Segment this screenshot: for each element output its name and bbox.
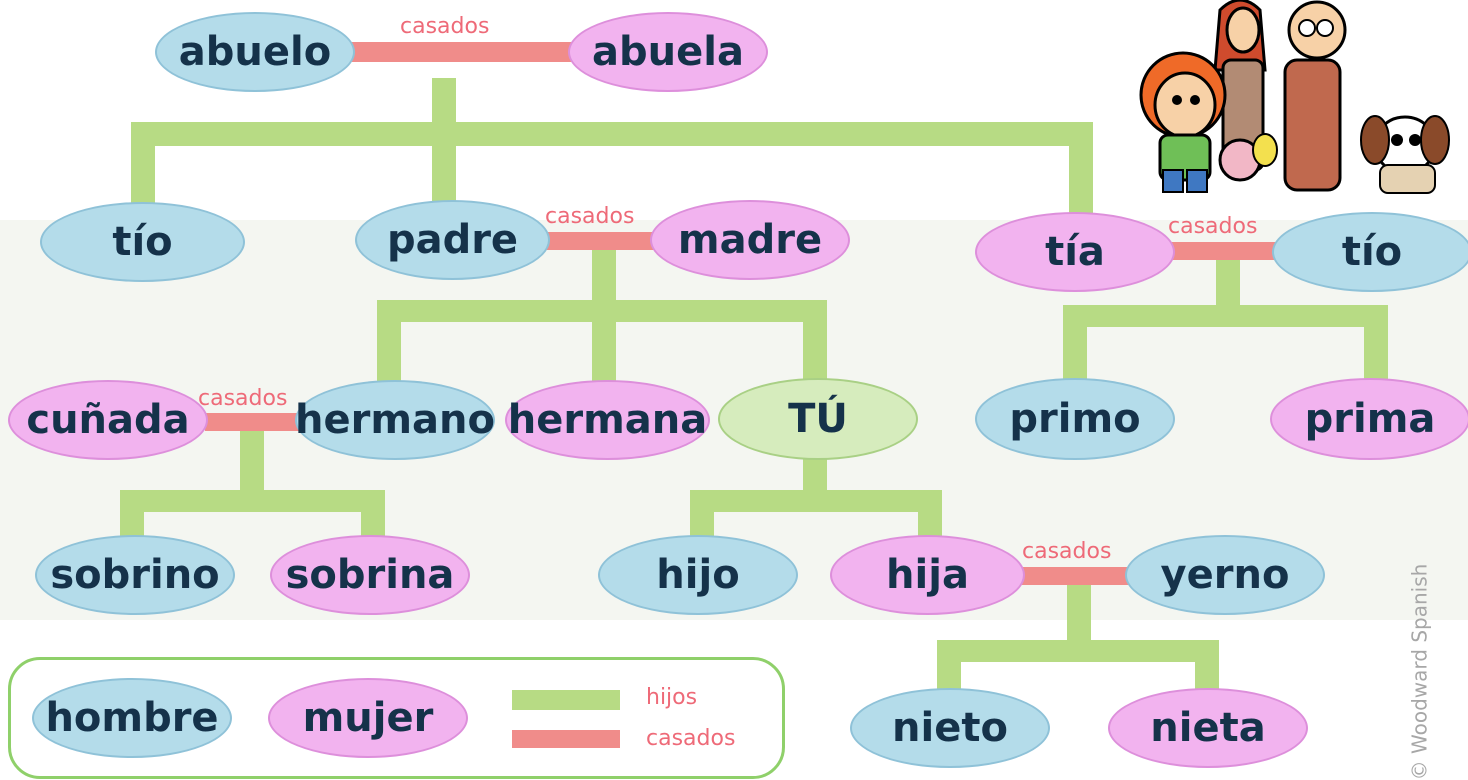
node-hermano: hermano (295, 380, 495, 460)
node-sobrina: sobrina (270, 535, 470, 615)
married-line (1020, 567, 1132, 585)
married-line (1170, 242, 1280, 260)
children-line (1063, 305, 1087, 385)
node-nieta: nieta (1108, 688, 1308, 768)
married-line (205, 413, 300, 431)
married-line (540, 232, 655, 250)
node-abuelo: abuelo (155, 12, 355, 92)
node-tio-right: tío (1272, 212, 1468, 292)
married-label: casados (198, 386, 288, 411)
married-label: casados (1168, 214, 1258, 239)
node-tu: TÚ (718, 378, 918, 460)
node-hermana: hermana (505, 380, 710, 460)
children-line (377, 300, 401, 392)
node-cunada: cuñada (8, 380, 208, 460)
legend-children-swatch (512, 690, 620, 710)
node-primo: primo (975, 378, 1175, 460)
children-line (131, 122, 1093, 146)
node-yerno: yerno (1125, 535, 1325, 615)
node-nieto: nieto (850, 688, 1050, 768)
married-label: casados (400, 14, 490, 39)
legend-female: mujer (268, 678, 468, 758)
children-line (690, 490, 942, 512)
children-line (432, 122, 456, 212)
family-cartoon-illustration (1139, 0, 1450, 194)
children-line (592, 300, 616, 392)
married-label: casados (545, 204, 635, 229)
married-line (350, 42, 580, 62)
node-hija: hija (830, 535, 1025, 615)
children-line (937, 640, 1219, 662)
legend-children-label: hijos (646, 685, 698, 710)
node-prima: prima (1270, 378, 1468, 460)
node-sobrino: sobrino (35, 535, 235, 615)
legend-married-label: casados (646, 726, 736, 751)
children-line (803, 300, 827, 390)
children-line (120, 490, 385, 512)
node-tio-left: tío (40, 202, 245, 282)
children-line (1364, 305, 1388, 385)
married-label: casados (1022, 539, 1112, 564)
children-line (1063, 305, 1388, 327)
node-abuela: abuela (568, 12, 768, 92)
node-padre: padre (355, 200, 550, 280)
node-hijo: hijo (598, 535, 798, 615)
credit-text: © Woodward Spanish (1407, 563, 1432, 780)
node-madre: madre (650, 200, 850, 280)
node-tia: tía (975, 212, 1175, 292)
legend-married-swatch (512, 730, 620, 748)
legend-male: hombre (32, 678, 232, 758)
